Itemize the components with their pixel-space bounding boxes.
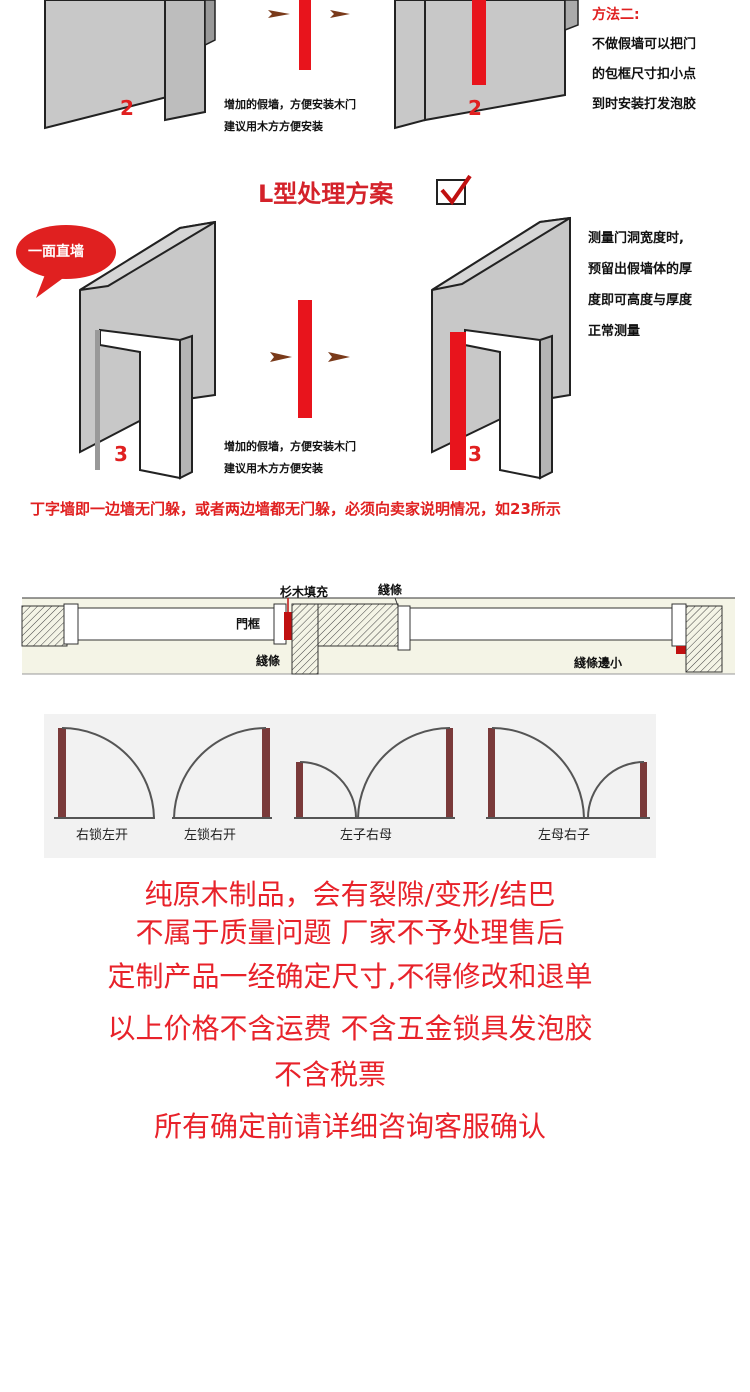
door-swing-left-child-right-mother <box>294 727 455 819</box>
label-fir-fill: 杉木填充 <box>280 585 329 599</box>
arrow-right-icon <box>330 10 350 18</box>
notice-line: 以上价格不含运费 不含五金锁具发泡胶 <box>107 1012 593 1045</box>
door-swing-left-mother-right-child <box>486 727 650 819</box>
notice-line: 定制产品一经确定尺寸,不得修改和退单 <box>107 960 593 993</box>
caption-line-2: 建议用木方方便安装 <box>224 462 323 475</box>
notice-line: 不属于质量问题 厂家不予处理售后 <box>135 916 565 949</box>
swing-label: 右锁左开 <box>76 828 129 843</box>
caption-line-1: 增加的假墙，方便安装木门 <box>224 440 356 453</box>
method2-title: 方法二: <box>592 7 640 23</box>
arrow-right-icon <box>328 352 350 362</box>
checkmark-icon <box>436 174 472 206</box>
method2-line-2: 的包框尺寸扣小点 <box>592 67 697 82</box>
door-frame-cross-section <box>21 597 735 675</box>
swing-label: 左母右子 <box>538 828 591 843</box>
t-wall-warning: 丁字墙即一边墙无门躲，或者两边墙都无门躲，必须向卖家说明情况，如23所示 <box>30 500 561 518</box>
l-wall-figure-3-right <box>431 216 571 480</box>
figure-number: 3 <box>114 442 128 466</box>
label-door-frame: 門框 <box>236 617 261 631</box>
false-wall-piece <box>299 0 311 70</box>
note-line-3: 度即可高度与厚度 <box>588 293 693 308</box>
label-trim-small-edge: 綫條邊小 <box>574 656 623 670</box>
figure-number: 3 <box>468 442 482 466</box>
bubble-label: 一面直墙 <box>28 244 84 260</box>
wall-figure-2-right <box>394 0 579 130</box>
wall-figure-2-left <box>44 0 216 130</box>
label-trim-top: 綫條 <box>378 583 403 597</box>
note-line-4: 正常测量 <box>588 324 641 339</box>
l-wall-figure-3-left <box>79 220 216 480</box>
caption-line-2: 建议用木方方便安装 <box>224 120 323 133</box>
note-line-2: 预留出假墙体的厚 <box>588 262 693 277</box>
label-trim-bottom: 綫條 <box>256 654 281 668</box>
swing-label: 左锁右开 <box>184 828 237 843</box>
method2-line-1: 不做假墙可以把门 <box>592 37 697 52</box>
door-swing-right-lock-left-open <box>54 727 156 819</box>
note-line-1: 测量门洞宽度时, <box>588 231 684 246</box>
door-swing-left-lock-right-open <box>172 727 272 819</box>
figure-number: 2 <box>468 96 482 120</box>
notice-line: 不含税票 <box>273 1058 386 1091</box>
arrow-right-icon <box>270 352 292 362</box>
section-title: L型处理方案 <box>258 180 394 208</box>
arrow-right-icon <box>268 10 290 18</box>
speech-bubble <box>16 225 116 298</box>
notice-line: 纯原木制品，会有裂隙/变形/结巴 <box>144 878 556 911</box>
figure-number: 2 <box>120 96 134 120</box>
swing-label: 左子右母 <box>340 828 393 843</box>
door-swing-panel <box>44 714 656 858</box>
notice-line: 所有确定前请详细咨询客服确认 <box>153 1110 546 1143</box>
false-wall-piece <box>298 300 312 418</box>
caption-line-1: 增加的假墙，方便安装木门 <box>224 98 356 111</box>
method2-line-3: 到时安装打发泡胶 <box>592 97 697 112</box>
